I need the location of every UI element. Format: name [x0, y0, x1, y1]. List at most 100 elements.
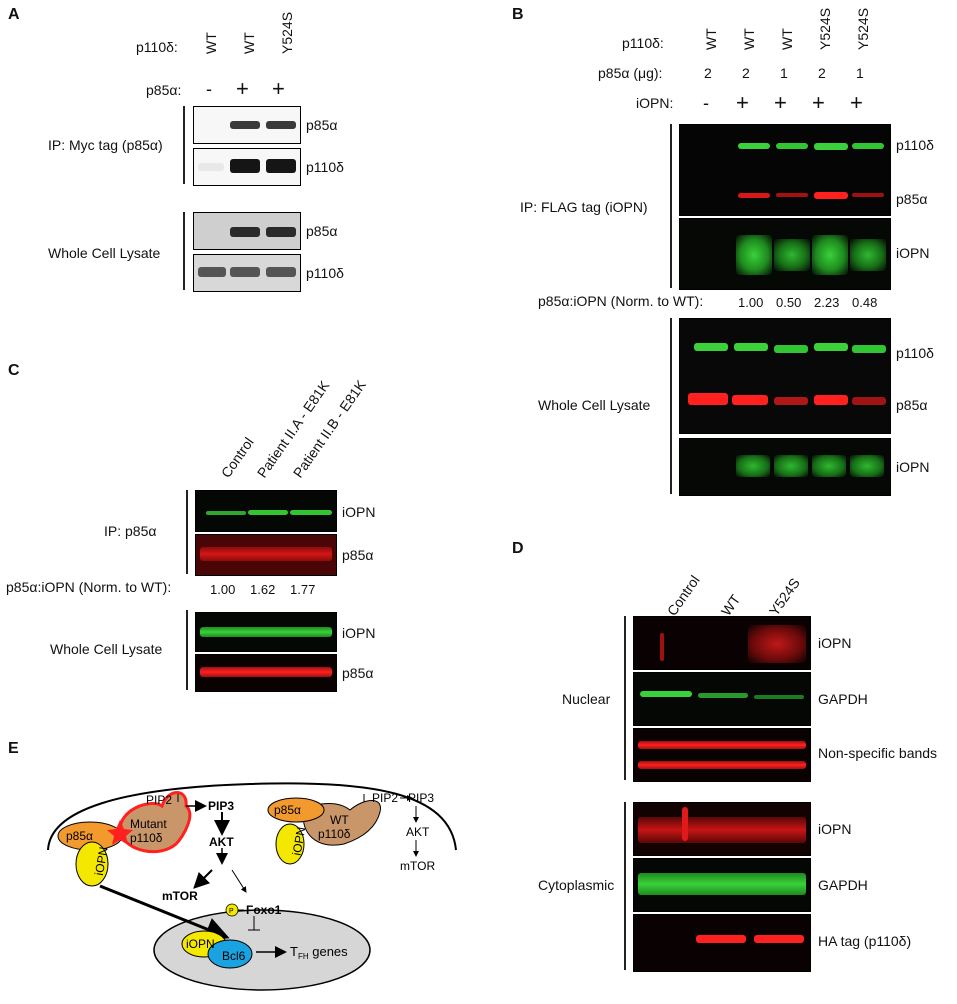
band — [754, 695, 804, 699]
d-cyto-label: Cytoplasmic — [538, 877, 615, 893]
d-nuclear-label: Nuclear — [562, 691, 611, 707]
band — [638, 741, 806, 749]
d-lane-1-label: Control — [663, 572, 703, 619]
a-blot-ip-p110d — [193, 148, 301, 186]
b-lane-1-p85a: 2 — [704, 65, 712, 81]
pip3-right-text: PIP3 — [408, 791, 434, 805]
p-text: P — [229, 908, 234, 915]
a-blot-wcl-p85a — [193, 212, 301, 250]
band — [638, 817, 806, 843]
d-band-label-nuc-nonspecific: Non-specific bands — [818, 745, 938, 761]
mutation-star — [107, 820, 133, 845]
band — [638, 873, 806, 895]
panel-e-letter: E — [8, 740, 19, 757]
b-blot-ip-p110d-p85a — [679, 124, 891, 216]
band — [696, 935, 746, 943]
band — [230, 159, 260, 173]
c-ratio-label: p85α:iOPN (Norm. to WT): — [6, 579, 172, 595]
b-wcl-bracket — [670, 318, 672, 494]
wt-line1-text: WT — [330, 813, 349, 827]
b-ratio-4: 0.48 — [852, 295, 878, 310]
c-blot-wcl-iopn — [195, 612, 337, 652]
panel-c-letter: C — [8, 362, 20, 379]
a-lane-2-p110d: WT — [241, 32, 257, 54]
b-lane-4-iopn: + — [812, 90, 825, 115]
pathway-diagram: PIP2 PIP3 AKT mTOR Foxo1 P p85α Mutant p… — [47, 782, 457, 991]
d-band-label-cyto-gapdh: GAPDH — [818, 877, 868, 893]
a-band-label-p110d: p110δ — [306, 159, 344, 175]
band — [198, 267, 226, 277]
mutant-line2-text: p110δ — [130, 831, 163, 845]
band — [198, 163, 224, 171]
b-band-label-ip-iopn: iOPN — [896, 245, 930, 261]
b-band-label-ip-p85a: p85α — [896, 191, 928, 207]
band — [814, 343, 848, 351]
band — [688, 393, 728, 405]
band — [734, 343, 768, 351]
band — [200, 627, 332, 637]
a-lane-2-p85a: + — [236, 76, 249, 101]
c-ip-bracket — [186, 490, 188, 574]
c-blot-wcl-p85a — [195, 654, 337, 692]
c-wcl-label: Whole Cell Lysate — [50, 641, 163, 657]
band — [814, 143, 848, 150]
pip2-right-text: PIP2 — [372, 791, 398, 805]
c-ip-label: IP: p85α — [104, 523, 157, 539]
a-lane-1-p110d: WT — [203, 32, 219, 54]
d-band-label-nuc-gapdh: GAPDH — [818, 691, 868, 707]
b-lane-4-p85a: 2 — [818, 65, 826, 81]
a-ip-bracket — [183, 106, 185, 184]
a-blot-ip-p85a — [193, 106, 301, 144]
panel-b-letter: B — [512, 6, 524, 23]
c-ratio-3: 1.77 — [290, 582, 316, 597]
bcl6-text: Bcl6 — [222, 949, 246, 963]
band — [748, 625, 806, 663]
band — [850, 239, 886, 271]
c-ratio-1: 1.00 — [210, 582, 236, 597]
band — [774, 345, 808, 353]
c-ratio-2: 1.62 — [250, 582, 276, 597]
band — [230, 121, 260, 129]
b-row-iopn-label: iOPN: — [636, 95, 674, 111]
b-lane-3-p110d: WT — [779, 28, 795, 50]
d-blot-nuc-gapdh — [633, 672, 811, 726]
b-ratio-label: p85α:iOPN (Norm. to WT): — [538, 293, 704, 309]
bcl6-shape — [207, 939, 253, 969]
band — [776, 193, 808, 197]
d-blot-cyto-gapdh — [633, 858, 811, 912]
b-band-label-ip-p110d: p110δ — [896, 137, 934, 153]
band — [852, 143, 884, 149]
c-band-label-ip-p85a: p85α — [342, 547, 374, 563]
band — [774, 397, 808, 405]
band — [852, 397, 886, 405]
band — [694, 343, 728, 351]
band — [266, 159, 296, 173]
pip3-left-text: PIP3 — [208, 799, 234, 813]
panel-d-letter: D — [512, 540, 524, 557]
d-lane-2-label: WT — [717, 591, 744, 619]
band — [754, 935, 804, 943]
a-wcl-label: Whole Cell Lysate — [48, 245, 161, 261]
d-blot-cyto-iopn — [633, 802, 811, 856]
a-band-label-p85a: p85α — [306, 117, 338, 133]
band — [814, 395, 848, 405]
band — [850, 455, 884, 477]
band — [852, 345, 886, 353]
d-band-label-cyto-iopn: iOPN — [818, 821, 852, 837]
wt-line2-text: p110δ — [318, 827, 351, 841]
d-blot-nuc-iopn — [633, 616, 811, 670]
pip2-left-text: PIP2 — [146, 793, 172, 807]
band — [732, 395, 768, 405]
d-blot-cyto-ha — [633, 914, 811, 972]
band — [290, 510, 332, 515]
band — [660, 633, 664, 661]
band — [248, 510, 288, 515]
c-band-label-wcl-iopn: iOPN — [342, 625, 376, 641]
c-blot-ip-p85a — [195, 534, 337, 576]
band — [852, 193, 884, 197]
band — [230, 267, 260, 277]
band — [814, 192, 848, 199]
b-blot-wcl-p110d-p85a — [679, 318, 891, 434]
d-nuclear-bracket — [624, 616, 626, 780]
b-lane-5-p85a: 1 — [856, 65, 864, 81]
